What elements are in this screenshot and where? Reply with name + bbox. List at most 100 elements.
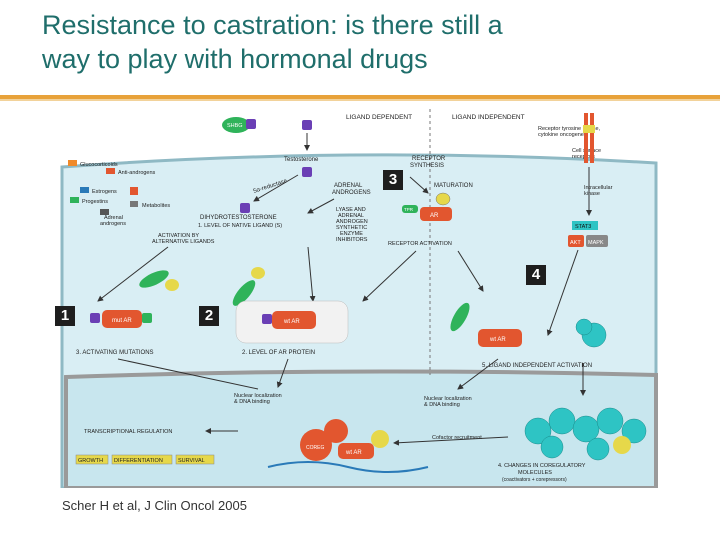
independent-ar-receptor — [478, 329, 522, 347]
tpr-label: TPR — [404, 207, 414, 212]
rtk-receptor-right — [590, 113, 594, 163]
coregulatory-label-1: 4. CHANGES IN COREGULATORY — [498, 463, 586, 469]
hsp-left — [139, 270, 169, 288]
shbg-protein — [222, 117, 250, 133]
glucocorticoids-icon — [68, 160, 77, 166]
coreg-bubble-6 — [540, 435, 564, 459]
mapk-node — [586, 235, 608, 247]
transcriptional-regulation-label: TRANSCRIPTIONAL REGULATION — [84, 429, 172, 435]
rtk-receptor-left — [584, 113, 588, 163]
receptor-activation-label: RECEPTOR ACTIVATION — [388, 241, 452, 247]
lyase-label-3: ANDROGEN — [336, 219, 368, 225]
nuclear-wt-ar-label: wt AR — [345, 450, 362, 456]
anti-androgens-label: Anti-androgens — [118, 170, 156, 176]
maturation-label: MATURATION — [434, 183, 473, 189]
mut-ar-ligand-icon — [90, 313, 100, 323]
receptor-synthesis-label-1: RECEPTOR — [412, 156, 446, 162]
wt-ar-label: wt AR — [283, 319, 300, 325]
slide-title-line-2: way to play with hormonal drugs — [42, 44, 428, 74]
level-native-ligand-label: 1. LEVEL OF NATIVE LIGAND (S) — [198, 223, 282, 229]
arrow-maturation — [409, 176, 429, 194]
akt-node — [568, 235, 584, 247]
marker-4: 4 — [526, 265, 546, 285]
lyase-label-2: ADRENAL — [338, 213, 364, 219]
survival-label: SURVIVAL — [178, 458, 205, 464]
differentiation-box — [111, 454, 173, 465]
slide-title-line-1: Resistance to castration: is there still… — [42, 10, 503, 40]
stat3-label: STAT3 — [575, 224, 591, 230]
shbg-label: SHBG — [227, 123, 243, 129]
level-ar-protein-label: 2. LEVEL OF AR PROTEIN — [242, 350, 315, 356]
hsp-middle-cap — [251, 267, 265, 279]
lyase-label-5: ENZYME — [340, 231, 363, 237]
wt-ar-ligand-icon — [262, 314, 272, 324]
wt-ar-receptor — [272, 311, 316, 329]
hsp-chaperone-icon — [435, 192, 451, 206]
metabolites-icon — [130, 201, 138, 207]
anti-androgens-icon — [106, 168, 115, 174]
rtk-label-1: Receptor tyrosine kinase, — [538, 126, 601, 132]
citation: Scher H et al, J Clin Oncol 2005 — [62, 498, 247, 513]
mut-ar-receptor — [102, 310, 142, 328]
shbg-ligand-icon — [246, 119, 256, 129]
nuclear-wt-ar — [338, 443, 374, 459]
coactivator-yellow-nuclear — [371, 430, 389, 448]
tpr-icon — [402, 205, 418, 213]
activation-alt-label-1: ACTIVATION BY — [158, 233, 199, 239]
cell-surface-label-2: receptors — [572, 154, 595, 160]
hsp-right — [450, 302, 470, 332]
independent-ar-label: wt AR — [489, 337, 506, 343]
survival-box — [175, 454, 215, 465]
intracellular-label-1: Intracellular — [584, 185, 613, 191]
coreg-label-nuclear: COREG — [306, 445, 324, 451]
arrow-to-ar-level — [307, 246, 316, 302]
coactivator-right-small — [575, 318, 593, 336]
nuclear-loc-left-1: Nuclear localization — [234, 393, 282, 399]
mut-ar-label: mut AR — [112, 318, 132, 324]
marker-2: 2 — [199, 306, 219, 326]
estrogen-receptor-icon — [130, 187, 138, 195]
ar-signaling-figure: LIGAND DEPENDENT LIGAND INDEPENDENT Rece… — [58, 105, 660, 490]
arrow-to-mutations — [97, 246, 169, 302]
slide-title: Resistance to castration: is there still… — [42, 8, 702, 76]
ligand-independent-label: LIGAND INDEPENDENT — [452, 114, 525, 121]
coreg-bubble-1 — [524, 417, 552, 445]
mapk-label: MAPK — [588, 240, 604, 246]
lyase-label-6: INHIBITORS — [336, 237, 368, 243]
growth-label: GROWTH — [78, 458, 103, 464]
lyase-label-4: SYNTHETIC — [336, 225, 367, 231]
nuclear-loc-left-2: & DNA binding — [234, 399, 270, 405]
arrow-nuclear-left-1 — [117, 358, 259, 390]
coregulatory-label-3: (coactivators + corepressors) — [502, 477, 567, 483]
intracellular-label-2: kinase — [584, 191, 600, 197]
hsp-middle — [232, 280, 256, 306]
accent-rule-shadow — [0, 99, 720, 101]
marker-1: 1 — [55, 306, 75, 326]
hsp-left-cap — [165, 279, 179, 291]
adrenal-androgens-label-1: Adrenal — [104, 215, 123, 221]
arrow-to-wt-ar — [362, 250, 417, 302]
nuclear-loc-right-1: Nuclear localization — [424, 396, 472, 402]
estrogens-icon — [80, 187, 89, 193]
mut-ar-alt-ligand-icon — [142, 313, 152, 323]
arrow-adrenal — [307, 198, 335, 214]
coreg-bubble-3 — [572, 415, 600, 443]
coreg-bubble-2 — [548, 407, 576, 435]
ar-label-maturing: AR — [430, 213, 439, 219]
arrow-kinase-to-ar — [546, 249, 579, 336]
coreg-bubble-4 — [596, 407, 624, 435]
figure-svg: LIGAND DEPENDENT LIGAND INDEPENDENT Rece… — [58, 105, 660, 490]
growth-box — [75, 454, 109, 465]
receptor-synthesis-label-2: SYNTHESIS — [410, 163, 444, 169]
arrow-nuclear-right — [457, 358, 499, 390]
ligand-dependent-label: LIGAND DEPENDENT — [346, 114, 412, 121]
cofactor-recruitment-label: Cofactor recruitment — [432, 435, 482, 441]
rtk-ligand-icon — [583, 125, 595, 133]
dht-label: DIHYDROTESTOSTERONE — [200, 215, 277, 221]
estrogens-label: Estrogens — [92, 189, 117, 195]
ar-receptor-maturing — [420, 207, 452, 221]
coreg-bubble-5 — [621, 418, 647, 444]
arrow-reductase — [253, 174, 299, 202]
arrow-to-independent — [457, 250, 484, 292]
progestins-icon — [70, 197, 79, 203]
